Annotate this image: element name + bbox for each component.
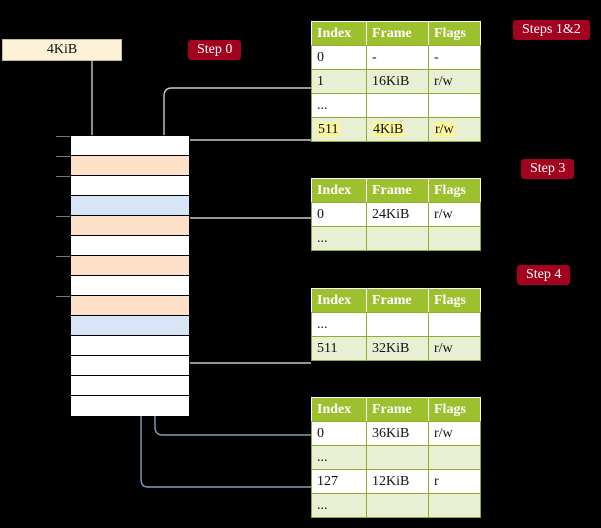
cell-index: ... [311, 445, 367, 470]
highlighted-value: r/w [434, 121, 455, 137]
badge-step-4: Step 4 [517, 265, 571, 285]
column-header-frame: Frame [366, 178, 429, 203]
table-row: ... [311, 226, 481, 251]
memory-frame-row [71, 276, 189, 296]
memory-frame-row [71, 136, 189, 156]
cell-frame [366, 445, 429, 470]
column-header-index: Index [311, 178, 367, 203]
cell-index: 0 [311, 421, 367, 446]
table-row: 511 4KiB r/w [311, 117, 481, 142]
column-header-index: Index [311, 21, 367, 46]
memory-frame-row [71, 356, 189, 376]
cell-flags [428, 312, 481, 337]
cell-index: 0 [311, 45, 367, 70]
memory-frame-row [71, 336, 189, 356]
wire-step3 [175, 217, 311, 256]
cell-frame: 12KiB [366, 469, 429, 494]
frame-tick-mark [56, 216, 70, 217]
frame-tick-mark [56, 176, 70, 177]
memory-frame-row [71, 256, 189, 276]
memory-frame-row [71, 156, 189, 176]
table-row: 0-- [311, 45, 481, 70]
memory-frame-row [71, 296, 189, 316]
memory-frame-row [71, 376, 189, 396]
memory-frame-row [71, 316, 189, 336]
wire-steps12-right [175, 139, 311, 156]
cell-frame [366, 226, 429, 251]
table-row: ... [311, 445, 481, 470]
physical-memory-frames [70, 135, 190, 416]
table-row: ... [311, 493, 481, 518]
highlighted-value: 4KiB [372, 121, 405, 137]
cell-index: 511 [311, 117, 367, 142]
column-header-frame: Frame [366, 288, 429, 313]
cell-flags [428, 445, 481, 470]
column-header-flags: Flags [428, 288, 481, 313]
memory-frame-row [71, 396, 189, 416]
memory-frame-row [71, 236, 189, 256]
wire-step4 [170, 318, 311, 364]
cell-flags [428, 226, 481, 251]
cell-flags: - [428, 45, 481, 70]
cell-index: 511 [311, 336, 367, 361]
cell-frame [366, 93, 429, 118]
cell-frame: 24KiB [366, 202, 429, 227]
memory-frame-row [71, 176, 189, 196]
cell-frame: 36KiB [366, 421, 429, 446]
column-header-index: Index [311, 397, 367, 422]
badge-steps-1-2: Steps 1&2 [513, 20, 590, 40]
table-row: ... [311, 93, 481, 118]
memory-frame-row [71, 216, 189, 236]
cell-flags [428, 93, 481, 118]
cell-index: 0 [311, 202, 367, 227]
column-header-index: Index [311, 288, 367, 313]
frame-tick-mark [56, 296, 70, 297]
cell-frame [366, 312, 429, 337]
cell-flags: r/w [428, 421, 481, 446]
frame-tick-mark [56, 136, 70, 137]
frame-tick-mark [56, 256, 70, 257]
cell-index: ... [311, 493, 367, 518]
column-header-flags: Flags [428, 178, 481, 203]
badge-step-0: Step 0 [188, 40, 242, 60]
cell-index: 1 [311, 69, 367, 94]
cell-frame: - [366, 45, 429, 70]
cell-frame [366, 493, 429, 518]
cell-index: 127 [311, 469, 367, 494]
cell-flags: r/w [428, 69, 481, 94]
virtual-address-box: 4KiB [2, 39, 122, 61]
badge-step-3: Step 3 [521, 159, 575, 179]
cell-frame: 32KiB [366, 336, 429, 361]
cell-frame: 4KiB [366, 117, 429, 142]
highlighted-value: 511 [317, 121, 340, 137]
frame-tick-mark [56, 156, 70, 157]
cell-index: ... [311, 226, 367, 251]
cell-flags: r/w [428, 117, 481, 142]
memory-frame-row [71, 196, 189, 216]
column-header-flags: Flags [428, 21, 481, 46]
cell-index: ... [311, 93, 367, 118]
cell-flags: r [428, 469, 481, 494]
cell-flags [428, 493, 481, 518]
table-row: ... [311, 312, 481, 337]
column-header-frame: Frame [366, 21, 429, 46]
cell-flags: r/w [428, 202, 481, 227]
cell-flags: r/w [428, 336, 481, 361]
column-header-flags: Flags [428, 397, 481, 422]
cell-frame: 16KiB [366, 69, 429, 94]
cell-index: ... [311, 312, 367, 337]
column-header-frame: Frame [366, 397, 429, 422]
